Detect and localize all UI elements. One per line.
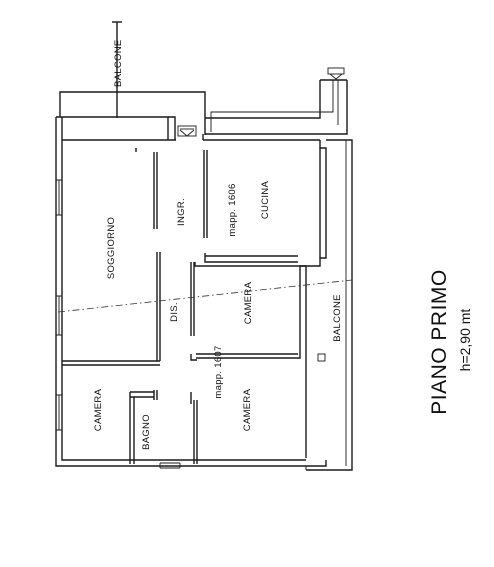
balcone-right-label: BALCONE [332,294,343,342]
top-balcony [59,21,206,135]
soggiorno-label: SOGGIORNO [106,217,117,279]
vent-icon [177,125,197,137]
drain-icon [317,353,326,362]
balcone-top-label: BALCONE [113,39,124,87]
floor-height: h=2,90 mt [457,309,473,372]
disimpegno-label: DIS. [169,302,180,322]
camera-bottom-label: CAMERA [242,388,253,431]
mappale-1606-label: mapp. 1606 [227,183,238,236]
chimney-icon [205,67,348,135]
bagno-label: BAGNO [141,414,152,450]
interior-walls [62,148,307,469]
property-boundary-line [57,279,353,313]
camera-center-label: CAMERA [243,281,254,324]
camera-left-label: CAMERA [93,388,104,431]
right-balcony [305,139,353,471]
left-wall-windows [56,179,62,431]
floor-title: PIANO PRIMO [428,269,451,415]
mappale-1607-label: mapp. 1607 [213,345,224,398]
cucina-label: CUCINA [260,181,271,220]
outer-walls [55,116,327,467]
ingresso-label: INGR. [176,198,187,226]
